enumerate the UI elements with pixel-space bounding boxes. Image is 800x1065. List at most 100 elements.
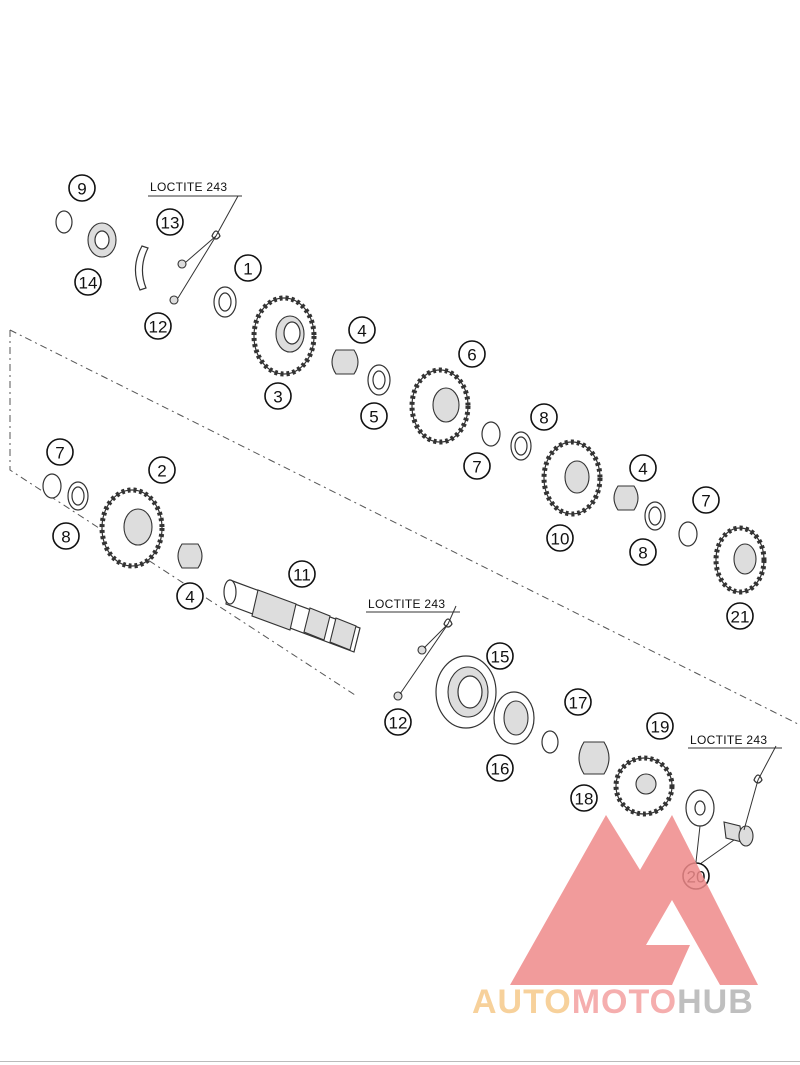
callout-circle [692, 486, 720, 514]
callout-circle [348, 316, 376, 344]
callout-c7b: 7 [692, 486, 720, 514]
callout-c12a: 12 [144, 312, 172, 340]
gear-part-10 [541, 439, 603, 517]
screw-part-12-lower [393, 645, 427, 701]
callout-c17: 17 [564, 688, 592, 716]
callout-number: 7 [701, 492, 710, 511]
callout-circle [234, 254, 262, 282]
callout-number: 7 [55, 444, 64, 463]
callout-circle [564, 688, 592, 716]
callout-circle [486, 754, 514, 782]
circlip-part-7-right [678, 521, 698, 547]
callout-number: 21 [731, 608, 750, 627]
spacer-part-18 [578, 741, 610, 775]
callout-number: 5 [369, 408, 378, 427]
callout-number: 2 [157, 462, 166, 481]
loctite-label-1: LOCTITE 243 [148, 180, 242, 197]
callout-number: 10 [551, 530, 570, 549]
callout-circle [156, 208, 184, 236]
callout-c4c: 4 [176, 582, 204, 610]
callout-number: 18 [575, 790, 594, 809]
callout-number: 15 [491, 648, 510, 667]
callout-number: 8 [61, 528, 70, 547]
gear-part-6 [409, 367, 471, 445]
loctite-drop-upper [177, 195, 239, 299]
washer-part-1 [213, 286, 237, 318]
washer-part-20 [685, 789, 715, 827]
callout-circle [530, 403, 558, 431]
sprocket-part-19 [613, 755, 675, 817]
washer-part-5 [367, 364, 391, 396]
callout-c12b: 12 [384, 708, 412, 736]
callout-c13: 13 [156, 208, 184, 236]
callout-number: 6 [467, 346, 476, 365]
callout-number: 9 [77, 180, 86, 199]
callout-circle [463, 452, 491, 480]
watermark-logo-icon [510, 815, 758, 985]
callout-c9: 9 [68, 174, 96, 202]
callout-circle [176, 582, 204, 610]
callout-circle [148, 456, 176, 484]
retainer-part-13 [134, 245, 149, 291]
callout-c8c: 8 [52, 522, 80, 550]
callout-circle [486, 642, 514, 670]
callout-circle [726, 602, 754, 630]
callout-c7c: 7 [46, 438, 74, 466]
shaft-axis-frame [9, 329, 800, 726]
callout-circle [646, 712, 674, 740]
callout-circle [384, 708, 412, 736]
circlip-part-7-upper [481, 421, 501, 447]
callout-c3: 3 [264, 382, 292, 410]
gear-part-2 [99, 487, 165, 569]
callout-number: 19 [651, 718, 670, 737]
callout-number: 17 [569, 694, 588, 713]
callout-circle [546, 524, 574, 552]
callout-c5: 5 [360, 402, 388, 430]
circlip-part-7-lower [42, 473, 62, 499]
callout-c21: 21 [726, 602, 754, 630]
callout-number: 8 [539, 409, 548, 428]
callout-c4a: 4 [348, 316, 376, 344]
bushing-part-4-right [613, 485, 639, 511]
callout-circle [68, 174, 96, 202]
callout-circle [629, 454, 657, 482]
callout-c10: 10 [546, 524, 574, 552]
callout-number: 3 [273, 388, 282, 407]
callout-number: 12 [389, 714, 408, 733]
loctite-label-3: LOCTITE 243 [688, 733, 782, 749]
washer-part-8-upper [510, 431, 532, 461]
callout-c6: 6 [458, 340, 486, 368]
callout-number: 14 [79, 274, 98, 293]
watermark-auto-text: AUTO [472, 983, 572, 1021]
callout-number: 4 [357, 322, 366, 341]
callout-c2: 2 [148, 456, 176, 484]
callout-number: 16 [491, 760, 510, 779]
callout-number: 1 [243, 260, 252, 279]
callout-labels: 9131411234567810487217284111512171619182… [46, 174, 754, 890]
loctite-text: LOCTITE 243 [690, 733, 767, 747]
callout-number: 11 [293, 566, 311, 585]
callout-c11: 11 [288, 560, 316, 588]
bearing-part-15 [435, 655, 497, 729]
callout-c8b: 8 [629, 538, 657, 566]
callout-circle [46, 438, 74, 466]
screw-part-12-upper [169, 259, 187, 305]
callout-c19: 19 [646, 712, 674, 740]
callout-circle [52, 522, 80, 550]
svg-text:AUTOMOTOHUB: AUTOMOTOHUB [472, 983, 754, 1021]
gear-part-21 [713, 525, 767, 595]
callout-c16: 16 [486, 754, 514, 782]
callout-number: 8 [638, 544, 647, 563]
bolt-part-20 [695, 821, 754, 865]
bushing-part-4-upper [331, 349, 359, 375]
callout-circle [360, 402, 388, 430]
washer-part-8-lower [67, 481, 89, 511]
callout-circle [288, 560, 316, 588]
watermark-hub-text: HUB [677, 983, 754, 1021]
callout-circle [264, 382, 292, 410]
callout-circle [144, 312, 172, 340]
bushing-part-4-lower [177, 543, 203, 569]
seal-part-16 [493, 691, 535, 745]
callout-circle [570, 784, 598, 812]
